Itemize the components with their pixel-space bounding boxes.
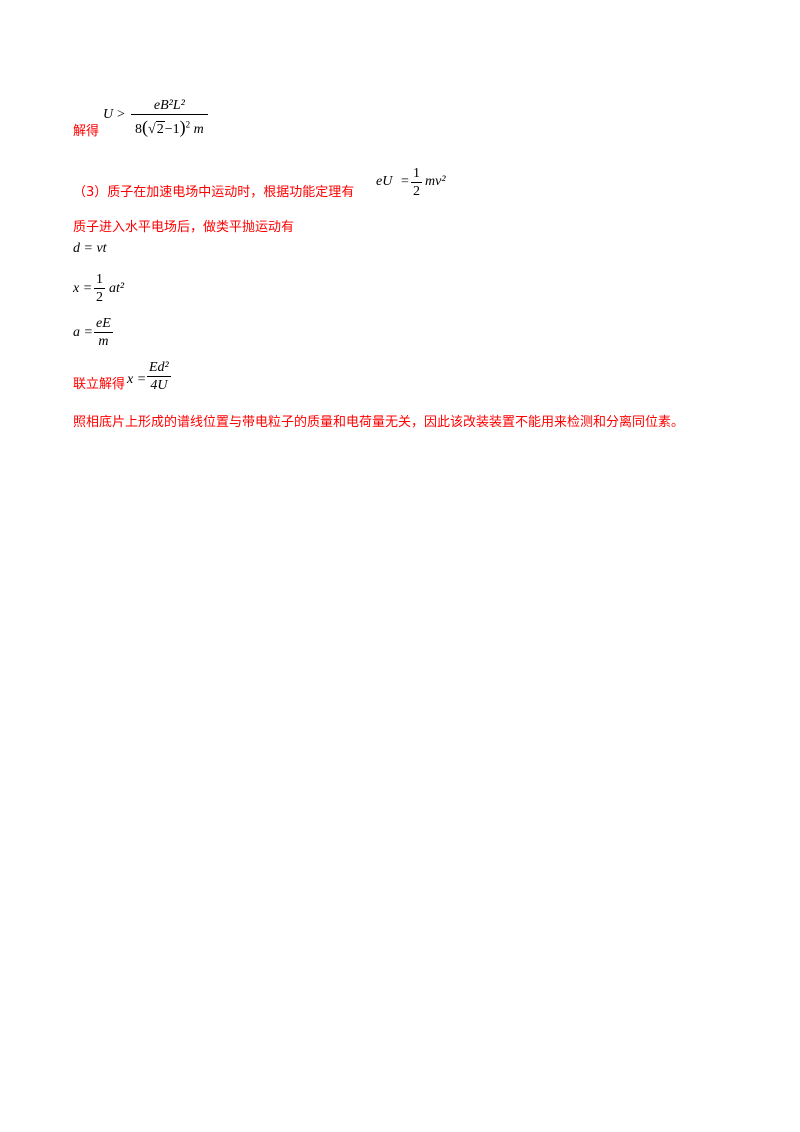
- energy-fraction: 1 2: [411, 166, 422, 200]
- fraction-numerator: eE: [96, 316, 111, 331]
- fraction: eB²L² 8(√2−1)2 m: [131, 98, 208, 138]
- equation-x-lhs: x =: [73, 281, 93, 296]
- inequality-op: >: [117, 107, 125, 122]
- sqrt-radicand: 2: [155, 121, 165, 138]
- denominator-power: 2: [185, 119, 191, 130]
- fraction-numerator: Ed²: [149, 360, 169, 375]
- equation-a-fraction: eE m: [94, 316, 113, 350]
- fraction-numerator: 1: [96, 272, 103, 287]
- equation-displacement: d = vt: [73, 241, 107, 256]
- sqrt-icon: √: [148, 122, 156, 138]
- combined-label: 联立解得: [73, 377, 126, 392]
- motion-description: 质子进入水平电场后，做类平抛运动有: [73, 220, 295, 235]
- fraction: 1 2: [94, 272, 105, 306]
- fraction-denominator: m: [94, 332, 113, 350]
- inequality-fraction: eB²L² 8(√2−1)2 m: [131, 98, 208, 138]
- energy-eq: =: [401, 174, 409, 189]
- combined-lhs: x =: [127, 372, 147, 387]
- solve-label: 解得: [73, 124, 100, 139]
- fraction-numerator: 1: [413, 166, 420, 181]
- combined-fraction: Ed² 4U: [147, 360, 171, 394]
- equation-x-fraction: 1 2: [94, 272, 105, 306]
- fraction: eE m: [94, 316, 113, 350]
- fraction: 1 2: [411, 166, 422, 200]
- fraction-denominator: 4U: [147, 376, 171, 394]
- inequality-lhs: U: [103, 107, 114, 122]
- part3-text: （3）质子在加速电场中运动时，根据功能定理有: [73, 185, 355, 200]
- energy-lhs: eU: [376, 174, 393, 189]
- denominator-coefficient: 8: [135, 122, 142, 138]
- conclusion-text: 照相底片上形成的谱线位置与带电粒子的质量和电荷量无关，因此该改装装置不能用来检测…: [73, 415, 685, 430]
- fraction-denominator: 2: [94, 288, 105, 306]
- fraction-denominator: 2: [411, 182, 422, 200]
- energy-rhs: mv²: [425, 174, 446, 189]
- equation-x-rhs: at²: [109, 281, 125, 296]
- sqrt-expression: √2: [148, 121, 165, 138]
- fraction-numerator: eB²L²: [153, 98, 185, 113]
- denominator-tail: −1: [164, 122, 180, 138]
- denominator-var: m: [193, 122, 204, 138]
- equation-a-lhs: a =: [73, 325, 93, 340]
- fraction: Ed² 4U: [147, 360, 171, 394]
- fraction-denominator: 8(√2−1)2 m: [131, 114, 208, 138]
